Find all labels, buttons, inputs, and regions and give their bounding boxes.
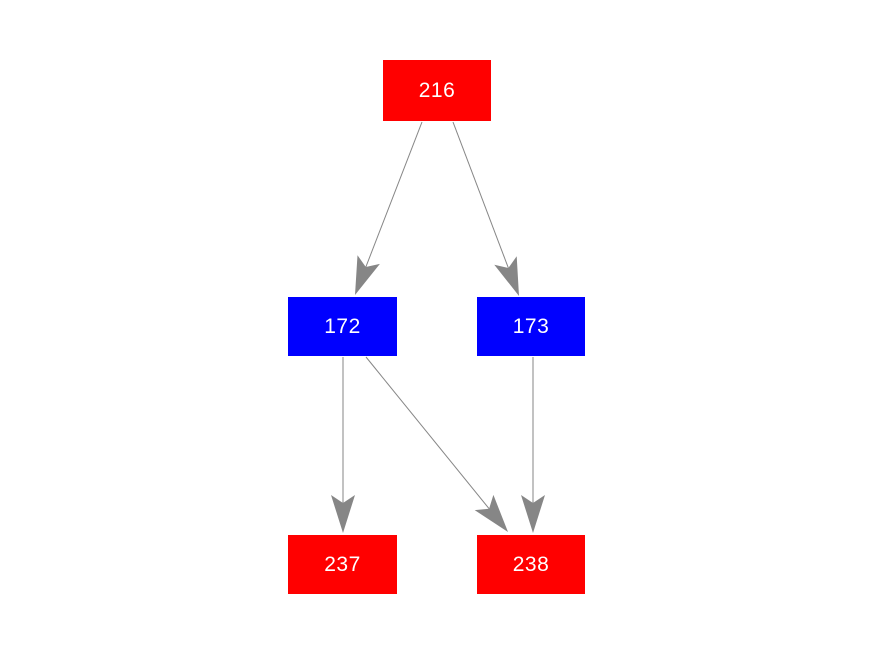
edge-arrowhead-173-238	[521, 495, 545, 533]
edge-arrowhead-216-172	[355, 255, 380, 295]
node-label-173: 173	[512, 314, 550, 338]
graph-node-173: 173	[477, 297, 585, 356]
graph-node-216: 216	[383, 60, 491, 121]
edge-line-216-172	[365, 121, 423, 268]
graph-node-238: 238	[477, 535, 585, 594]
node-label-237: 237	[324, 552, 361, 576]
edge-line-172-238	[365, 356, 490, 510]
node-label-172: 172	[324, 314, 361, 338]
edge-arrowhead-216-173	[494, 256, 519, 296]
edge-arrowhead-172-238	[474, 494, 508, 532]
node-label-238: 238	[512, 552, 550, 576]
edge-arrowhead-172-237	[331, 495, 355, 533]
graph-node-237: 237	[288, 535, 397, 594]
graph-node-172: 172	[288, 297, 397, 356]
node-label-216: 216	[418, 78, 456, 102]
edge-line-216-173	[452, 121, 509, 269]
